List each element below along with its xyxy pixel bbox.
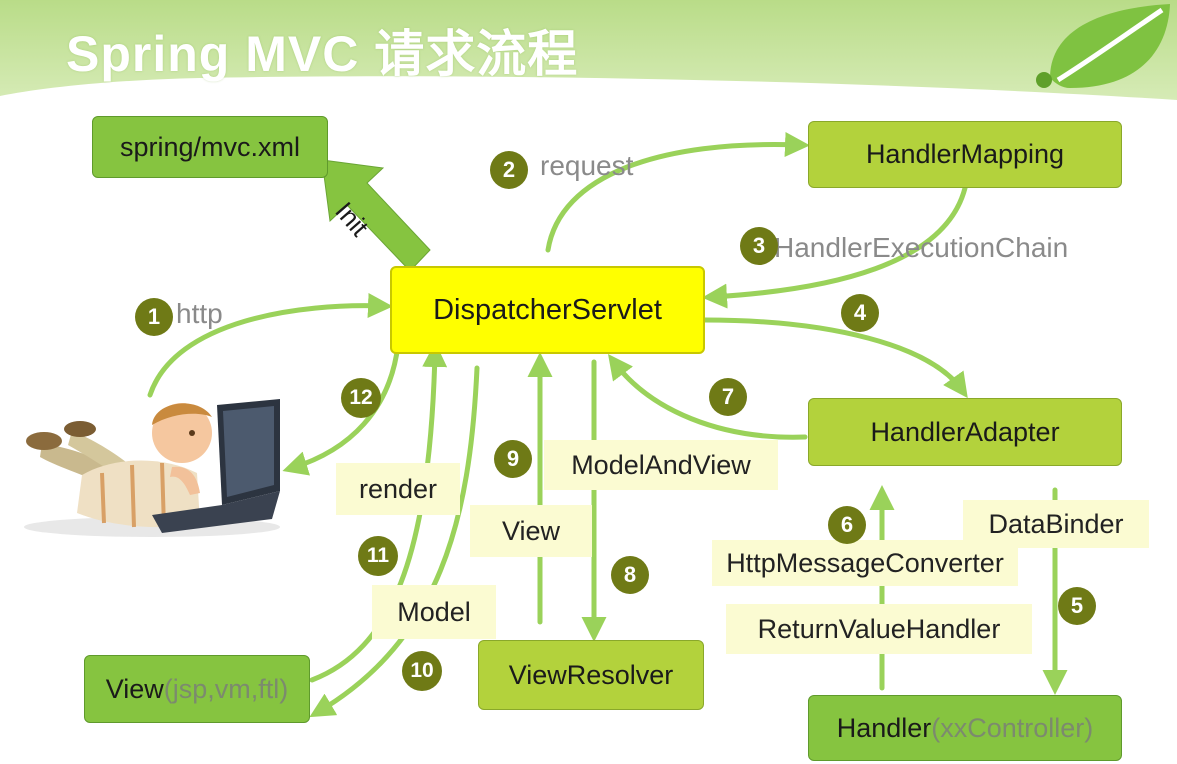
request-label: request: [540, 150, 634, 181]
arrow-http: [147, 292, 393, 398]
handler-box-controller: (xxController): [931, 712, 1094, 743]
model-label: Model: [372, 585, 496, 639]
step-12: 12: [341, 378, 381, 418]
view-box-label: View: [105, 673, 164, 704]
model-and-view-label: ModelAndView: [544, 440, 778, 490]
header-band: [0, 0, 1177, 100]
render-label: render: [336, 463, 460, 515]
step-10: 10: [402, 651, 442, 691]
arrow-response: [282, 342, 401, 476]
step-11: 11: [358, 536, 398, 576]
arrow-model: [309, 365, 480, 718]
handler-box-label: Handler: [836, 712, 932, 743]
arrow-render: [309, 342, 448, 683]
handler-execution-chain-label: HandlerExecutionChain: [774, 232, 1069, 263]
mvc-xml-box: spring/mvc.xml: [92, 116, 328, 178]
step-4: 4: [841, 294, 879, 332]
arrow-adapter-return: [607, 354, 808, 440]
step-9: 9: [494, 440, 532, 478]
step-8: 8: [611, 556, 649, 594]
arrow-handler-execution-chain: [702, 185, 968, 309]
view-box-types: (jsp,vm,ftl): [163, 673, 289, 704]
step-5: 5: [1058, 587, 1096, 625]
handler-adapter-box: HandlerAdapter: [808, 398, 1122, 466]
child-with-laptop-illustration: [24, 399, 280, 537]
arrow-request: [545, 131, 810, 253]
handler-box: Handler(xxController): [808, 695, 1122, 761]
step-6: 6: [828, 506, 866, 544]
handler-mapping-box: HandlerMapping: [808, 121, 1122, 188]
step-7: 7: [709, 378, 747, 416]
dispatcher-servlet-box: DispatcherServlet: [390, 266, 705, 354]
http-message-converter-label: HttpMessageConverter: [712, 540, 1018, 586]
arrow-init: [321, 159, 431, 272]
leaf-icon: [1036, 4, 1170, 88]
http-label: http: [176, 298, 223, 329]
return-value-handler-label: ReturnValueHandler: [726, 604, 1032, 654]
step-2: 2: [490, 151, 528, 189]
view-box: View(jsp,vm,ftl): [84, 655, 310, 723]
arrow-to-adapter: [702, 317, 968, 399]
step-1: 1: [135, 298, 173, 336]
view-label: View: [470, 505, 592, 557]
view-resolver-box: ViewResolver: [478, 640, 704, 710]
step-3: 3: [740, 227, 778, 265]
page-title: Spring MVC 请求流程: [66, 26, 579, 82]
